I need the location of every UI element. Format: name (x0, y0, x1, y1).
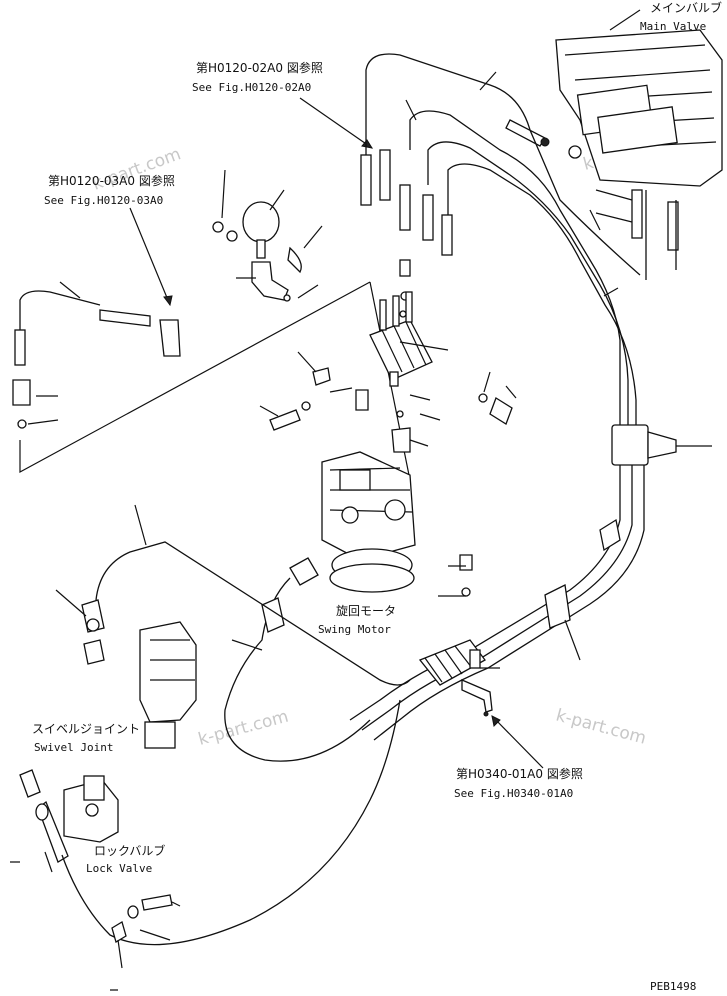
main-valve-label-en: Main Valve (640, 20, 706, 33)
ref-h0120-03a0-arrowhead (163, 295, 173, 307)
ref-h0340-01a0-arrowhead (491, 715, 501, 728)
watermark-bottom-left: k-part.com (196, 707, 291, 750)
hose-clamp-right (611, 424, 712, 466)
swivel-joint-label-jp: スイベルジョイント (32, 722, 140, 736)
leader-triangle-left (19, 281, 411, 481)
lock-valve-label-en: Lock Valve (86, 862, 152, 875)
swing-motor-label-jp: 旋回モータ (336, 604, 396, 618)
swivel-hose (55, 504, 411, 686)
ref-h0120-03a0-arrow (129, 207, 171, 306)
ref-h0120-02a0-jp: 第H0120-02A0 図参照 (196, 60, 323, 75)
swing-motor-hose (224, 577, 371, 762)
bracket-h0340 (461, 679, 493, 717)
lock-valve-label-jp: ロックバルブ (94, 843, 165, 858)
ref-h0120-03a0-en: See Fig.H0120-03A0 (44, 194, 163, 207)
ref-h0340-01a0-jp: 第H0340-01A0 図参照 (456, 766, 583, 781)
diagram-code: PEB1498 (650, 980, 696, 993)
control-valve-block (259, 291, 517, 453)
watermark-bottom-right: k-part.com (554, 706, 649, 749)
ref-h0340-01a0-en: See Fig.H0340-01A0 (454, 787, 573, 800)
main-valve (505, 9, 723, 187)
hose-end-fittings (360, 149, 453, 301)
swing-motor (289, 451, 473, 597)
accumulator (212, 169, 323, 302)
ref-h0120-02a0-en: See Fig.H0120-02A0 (192, 81, 311, 94)
hose-wrap-section (418, 639, 500, 686)
upper-hose-bundle (365, 53, 677, 440)
main-valve-label-jp: メインバルブ (650, 0, 722, 15)
ref-h0120-02a0-arrow (299, 97, 373, 149)
lock-valve-hose (61, 699, 401, 991)
ref-h0120-03a0-jp: 第H0120-03A0 図参照 (48, 173, 175, 188)
swing-motor-label-en: Swing Motor (318, 623, 391, 636)
main-valve-fittings (595, 189, 679, 251)
swivel-joint-label-en: Swivel Joint (34, 741, 113, 754)
ref-h0340-01a0-arrow (491, 715, 544, 769)
lock-valve (10, 769, 119, 873)
left-pilot-hose (12, 281, 181, 429)
ref-h0120-02a0-arrowhead (361, 139, 374, 149)
swivel-joint (81, 599, 197, 749)
